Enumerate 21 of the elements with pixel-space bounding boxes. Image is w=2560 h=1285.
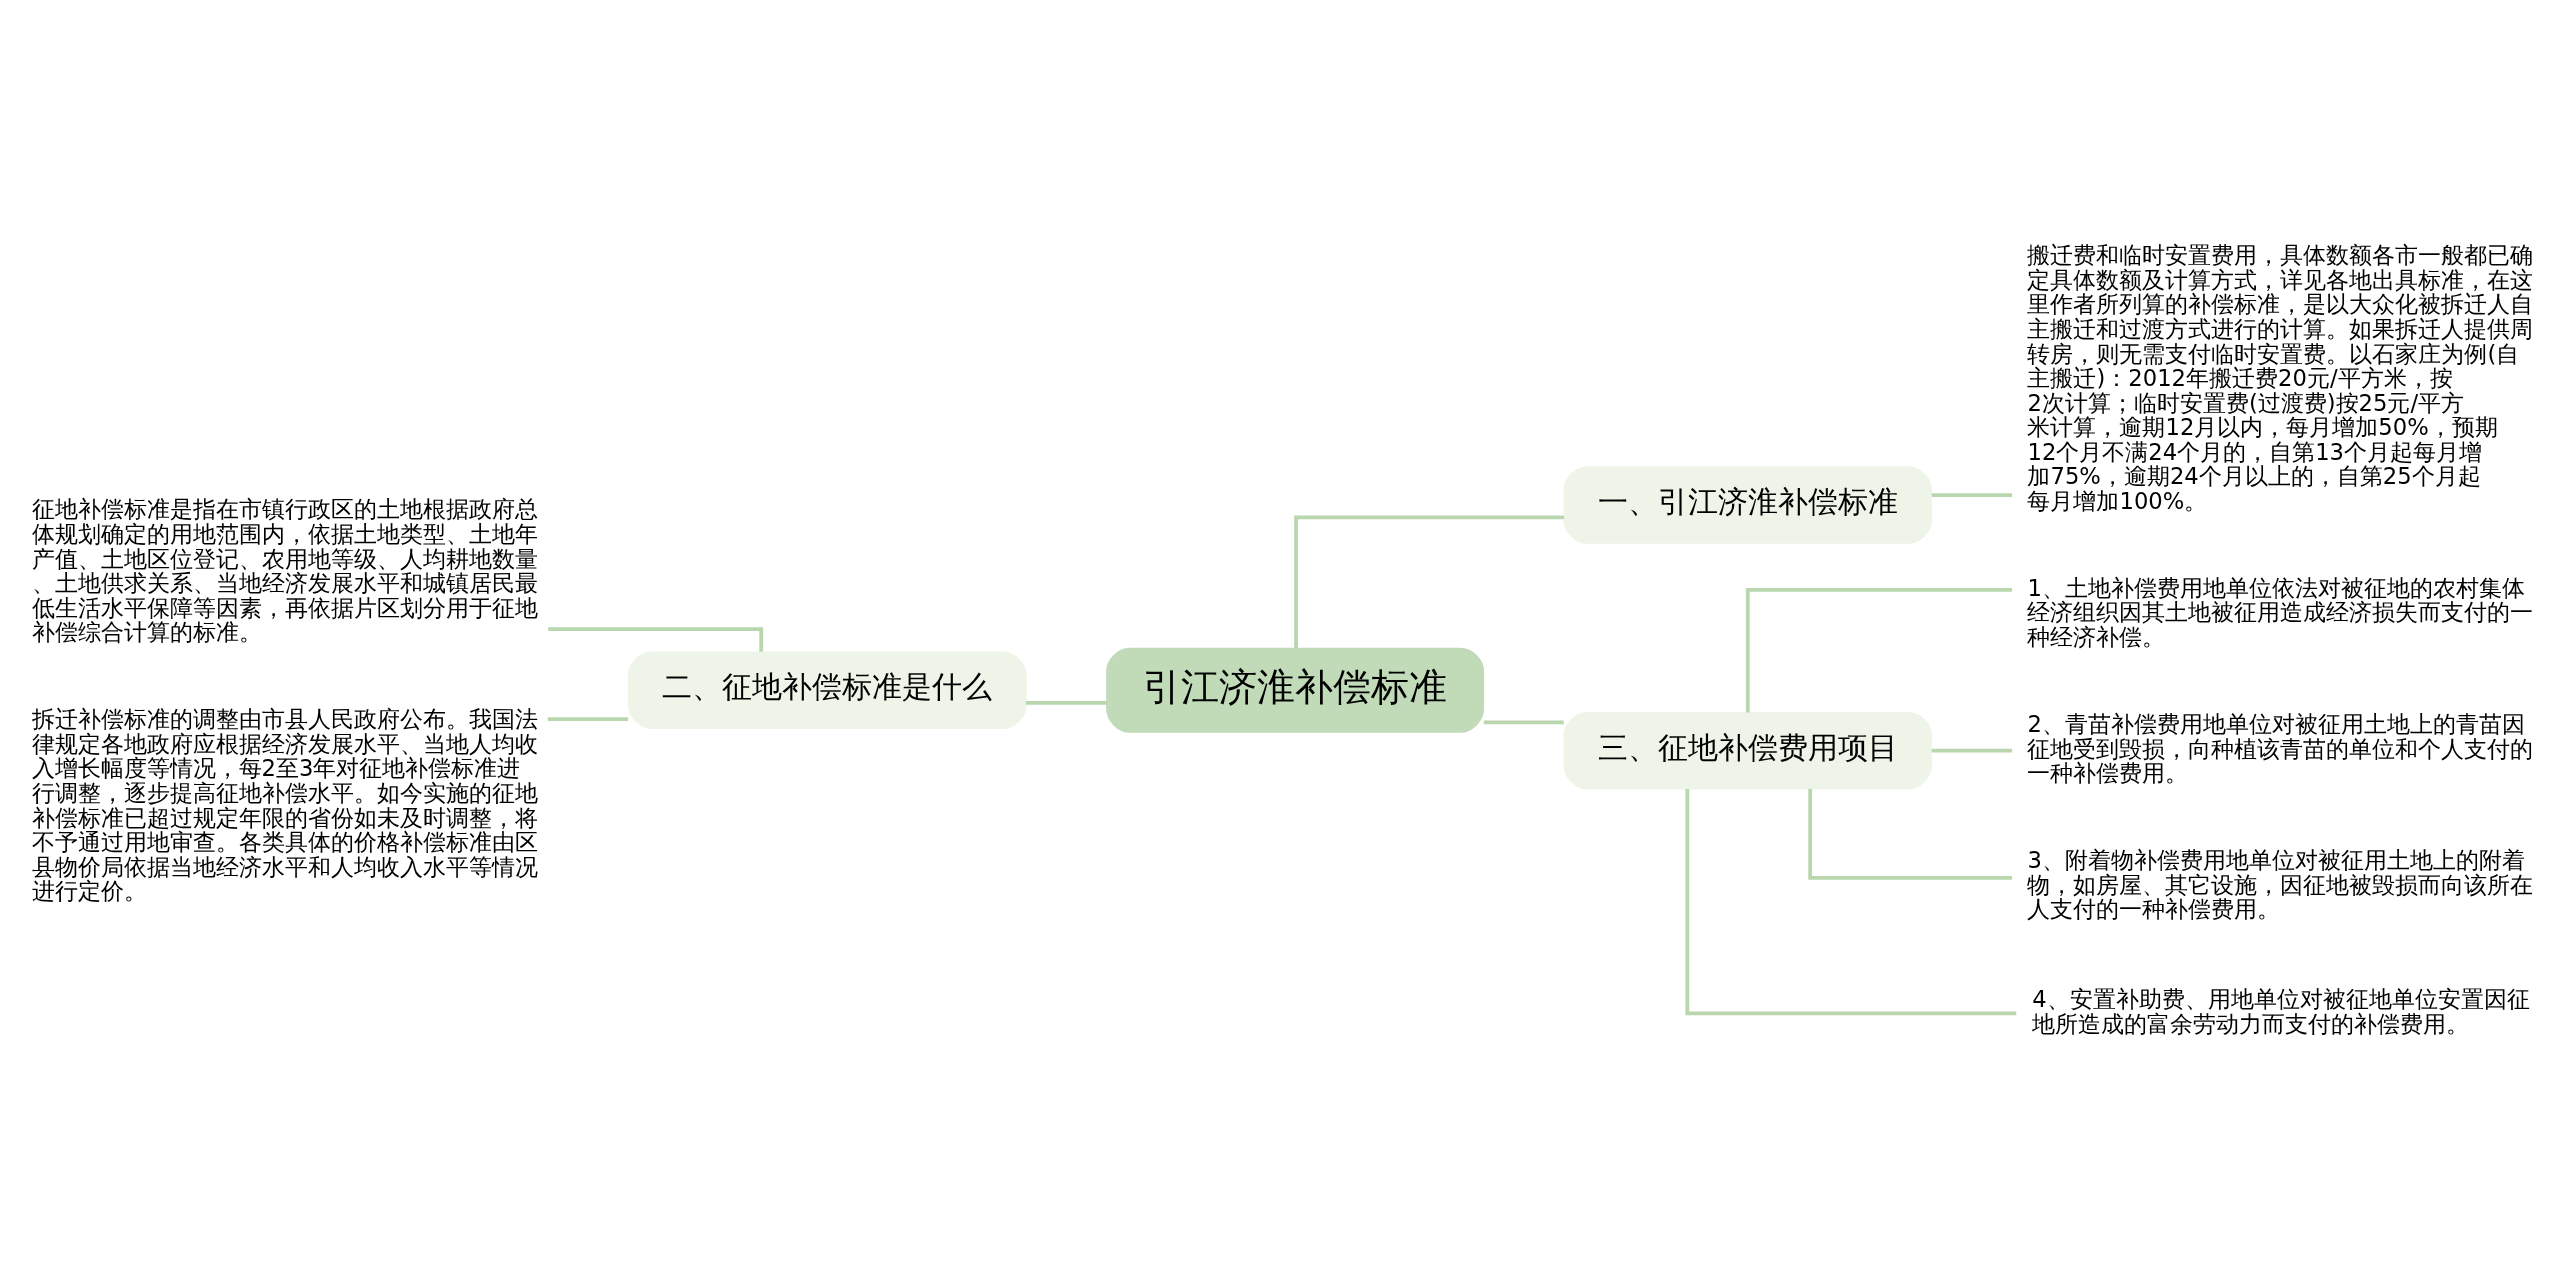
node-text: 拆迁补偿标准的调整由市县人民政府公布。我国法律规定各地政府应根据经济发展水平、当地人均收入增长幅度等情况，每2至3年对征地补偿标准进行调整，逐步提高征地补偿水平。如今实施的征地补偿标准已超过规定年限的省份如未及时调整，将不予通过用地审查。各类具体的价格补偿标准由区县物价局依据当地经济水平和人均收入水平等情况进行定价。 bbox=[31, 706, 538, 905]
connector bbox=[1745, 587, 2013, 713]
node-text: 征地补偿标准是指在市镇行政区的土地根据政府总体规划确定的用地范围内，依据土地类型、土地年产值、土地区位登记、农用地等级、人均耕地数量、土地供求关系、当地经济发展水平和城镇居民最低生活水平保障等因素，再依据片区划分用于征地补偿综合计算的标准。 bbox=[31, 496, 538, 646]
connector bbox=[1808, 788, 2012, 880]
node-box: 引江济淮补偿标准 bbox=[1106, 647, 1485, 733]
node-text: 1、土地补偿费用地单位依法对被征地的农村集体经济组织因其土地被征用造成经济损失而支付的一种经济补偿。 bbox=[2027, 574, 2534, 651]
node-text: 搬迁费和临时安置费用，具体数额各市一般都已确定具体数额及计算方式，详见各地出具标准，在这里作者所列算的补偿标准，是以大众化被拆迁人自主搬迁和过渡方式进行的计算。如果拆迁人提供周转房，则无需支付临时安置费。以石家庄为例(自主搬迁)：2012年搬迁费20元/平方米，按2次计算；临时安置费(过渡费)按25元/平方米计算，逾期12月以内，每月增加50%，预期12个月不满24个月的，自第13个月起每月增加75%，逾期24个月以上的，自第25个月起每月增加100%。 bbox=[2027, 242, 2534, 514]
connector bbox=[547, 717, 629, 722]
connector bbox=[1483, 720, 1564, 725]
node-box: 三、征地补偿费用项目 bbox=[1563, 711, 1933, 790]
connector bbox=[1685, 788, 2017, 1016]
node-text: 2、青苗补偿费用地单位对被征用土地上的青苗因征地受到毁损，向种植该青苗的单位和个人支付的一种补偿费用。 bbox=[2027, 710, 2534, 787]
node-box: 二、征地补偿标准是什么 bbox=[627, 651, 1027, 729]
node-box: 一、引江济淮补偿标准 bbox=[1563, 466, 1933, 544]
connector bbox=[1931, 493, 2013, 497]
node-text: 3、附着物补偿费用地单位对被征用土地上的附着物，如房屋、其它设施，因征地被毁损而向该所在人支付的一种补偿费用。 bbox=[2027, 847, 2534, 923]
connector bbox=[548, 627, 764, 652]
node-text: 4、安置补助费、用地单位对被征地单位安置因征地所造成的富余劳动力而支付的补偿费用。 bbox=[2032, 985, 2530, 1037]
connector bbox=[1294, 515, 1565, 649]
connector bbox=[1025, 700, 1107, 705]
connector bbox=[1931, 748, 2013, 753]
